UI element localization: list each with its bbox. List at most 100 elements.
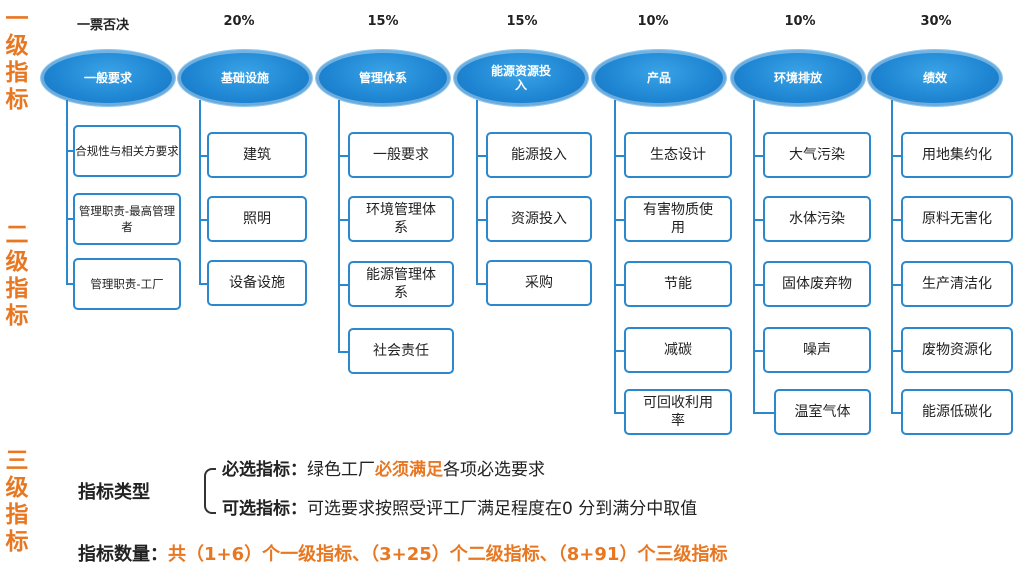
indicator-count-line: 指标数量：共（1+6）个一级指标、（3+25）个二级指标、（8+91）个三级指标: [78, 540, 727, 566]
level2-box: 资源投入: [486, 196, 592, 242]
tree-line: [614, 412, 625, 414]
level2-box: 照明: [207, 196, 307, 242]
level1-label: 绩效: [922, 71, 947, 85]
tier-char: 标: [5, 87, 29, 113]
level1-label: 一般要求: [83, 71, 132, 85]
level1-ellipse: 绩效: [868, 50, 1002, 106]
tree-line: [338, 351, 349, 353]
level2-label: 能源低碳化: [922, 404, 992, 420]
tree-line: [614, 350, 625, 352]
tier-label-level3: 三 级 指 标: [3, 448, 31, 556]
level2-box: 原料无害化: [901, 196, 1013, 242]
level2-label: 建筑: [243, 147, 271, 163]
tier-char: 级: [5, 249, 29, 275]
level2-box: 管理职责-工厂: [73, 258, 181, 310]
tree-line: [476, 283, 487, 285]
level2-box: 废物资源化: [901, 327, 1013, 373]
count-text: 共（1+6）个一级指标、（3+25）个二级指标、（8+91）个三级指标: [168, 544, 728, 565]
weight-label: 20%: [223, 14, 255, 29]
indicator-type-label: 指标类型: [78, 482, 150, 503]
weight-label: 15%: [367, 14, 399, 29]
level2-label: 设备设施: [229, 275, 285, 291]
weight-label: 10%: [637, 14, 669, 29]
level2-box: 建筑: [207, 132, 307, 178]
tree-line: [199, 283, 208, 285]
level2-label: 照明: [243, 211, 271, 227]
tree-line: [891, 350, 902, 352]
level2-label: 水体污染: [789, 211, 845, 227]
level2-box: 生产清洁化: [901, 261, 1013, 307]
optional-text: 可选要求按照受评工厂满足程度在0 分到满分中取值: [307, 499, 698, 519]
tier-char: 二: [5, 222, 29, 248]
level1-label: 产品: [646, 71, 671, 85]
level2-box: 一般要求: [348, 132, 454, 178]
tree-line: [753, 350, 764, 352]
level2-label: 大气污染: [789, 147, 845, 163]
level2-label: 固体废弃物: [782, 276, 852, 292]
required-label: 必选指标：: [222, 460, 307, 480]
level2-label: 温室气体: [794, 404, 851, 420]
tree-line: [891, 100, 893, 413]
tier-char: 指: [5, 60, 29, 86]
level1-ellipse: 管理体系: [316, 50, 450, 106]
level1-ellipse: 产品: [592, 50, 726, 106]
weight-label: 10%: [784, 14, 816, 29]
level2-box: 大气污染: [763, 132, 871, 178]
level2-box: 噪声: [763, 327, 871, 373]
level2-label: 有害物质使用: [643, 202, 713, 236]
tier-char: 三: [5, 448, 29, 474]
level2-label: 生产清洁化: [922, 276, 992, 292]
tier-char: 级: [5, 475, 29, 501]
level2-box: 节能: [624, 261, 732, 307]
tier-char: 指: [5, 276, 29, 302]
level2-box: 设备设施: [207, 260, 307, 306]
tree-line: [614, 284, 625, 286]
tree-line: [338, 155, 349, 157]
level2-box: 采购: [486, 260, 592, 306]
level1-label: 环境排放: [773, 71, 822, 85]
brace-bracket: [204, 468, 216, 514]
required-highlight: 必须满足: [375, 460, 443, 480]
weight-label: 15%: [506, 14, 538, 29]
required-text: 绿色工厂: [307, 460, 375, 480]
tree-line: [476, 155, 487, 157]
level2-label: 噪声: [803, 342, 831, 358]
tree-line: [753, 155, 764, 157]
level1-ellipse: 环境排放: [731, 50, 865, 106]
weight-label: 一票否决: [76, 18, 129, 33]
level2-label: 合规性与相关方要求: [75, 144, 179, 158]
weight-label: 30%: [920, 14, 952, 29]
level2-box: 有害物质使用: [624, 196, 732, 242]
tier-char: 级: [5, 33, 29, 59]
level2-box: 能源低碳化: [901, 389, 1013, 435]
tier-label-level2: 二 级 指 标: [3, 222, 31, 330]
tree-line: [614, 155, 625, 157]
level1-label: 管理体系: [358, 71, 407, 85]
level2-label: 能源管理体系: [366, 267, 436, 301]
level2-label: 一般要求: [373, 147, 429, 163]
tree-line: [476, 219, 487, 221]
level2-box: 可回收利用率: [624, 389, 732, 435]
tree-line: [753, 412, 775, 414]
level2-label: 能源投入: [511, 147, 567, 163]
required-text-tail: 各项必选要求: [443, 460, 545, 480]
required-indicator-line: 必选指标：绿色工厂必须满足各项必选要求: [222, 455, 545, 480]
level2-label: 节能: [664, 276, 692, 292]
tier-char: 标: [5, 303, 29, 329]
level1-ellipse: 一般要求: [41, 50, 175, 106]
level1-label: 基础设施: [220, 71, 269, 85]
tree-line: [338, 284, 349, 286]
level2-label: 用地集约化: [922, 147, 992, 163]
tree-line: [199, 155, 208, 157]
optional-indicator-line: 可选指标：可选要求按照受评工厂满足程度在0 分到满分中取值: [222, 494, 697, 519]
tree-line: [753, 100, 755, 413]
level2-box: 能源管理体系: [348, 261, 454, 307]
level2-box: 合规性与相关方要求: [73, 125, 181, 177]
tree-line: [66, 100, 68, 284]
tier-char: 一: [5, 6, 29, 32]
tree-line: [891, 412, 902, 414]
level2-label: 可回收利用率: [643, 395, 713, 429]
level1-ellipse: 基础设施: [178, 50, 312, 106]
level2-label: 管理职责-工厂: [90, 277, 164, 291]
level1-label: 能源资源投入: [490, 64, 551, 92]
